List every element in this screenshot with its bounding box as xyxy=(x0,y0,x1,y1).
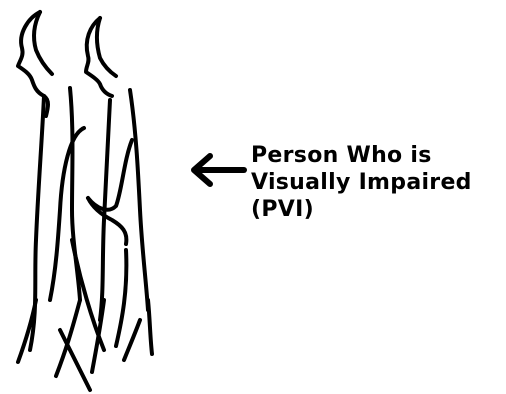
guide-foot xyxy=(60,330,90,390)
pvi-back-of-head xyxy=(97,18,116,76)
pvi-arm-holding xyxy=(88,140,132,210)
caption-line-2: Visually Impaired xyxy=(251,169,501,196)
pvi-leg-back xyxy=(148,300,152,354)
pvi-figure xyxy=(86,18,152,372)
pvi-leg-front xyxy=(92,300,104,372)
pvi-leg-inner xyxy=(116,250,126,346)
caption-line-3: (PVI) xyxy=(251,196,501,223)
left-arrow-icon xyxy=(194,156,244,184)
guide-back-of-head xyxy=(34,12,52,74)
pvi-hand-grip xyxy=(88,198,126,244)
pvi-caption: Person Who is Visually Impaired (PVI) xyxy=(251,142,501,223)
caption-line-1: Person Who is xyxy=(251,142,501,169)
pvi-torso-back xyxy=(130,90,148,310)
pvi-foot xyxy=(124,320,140,360)
